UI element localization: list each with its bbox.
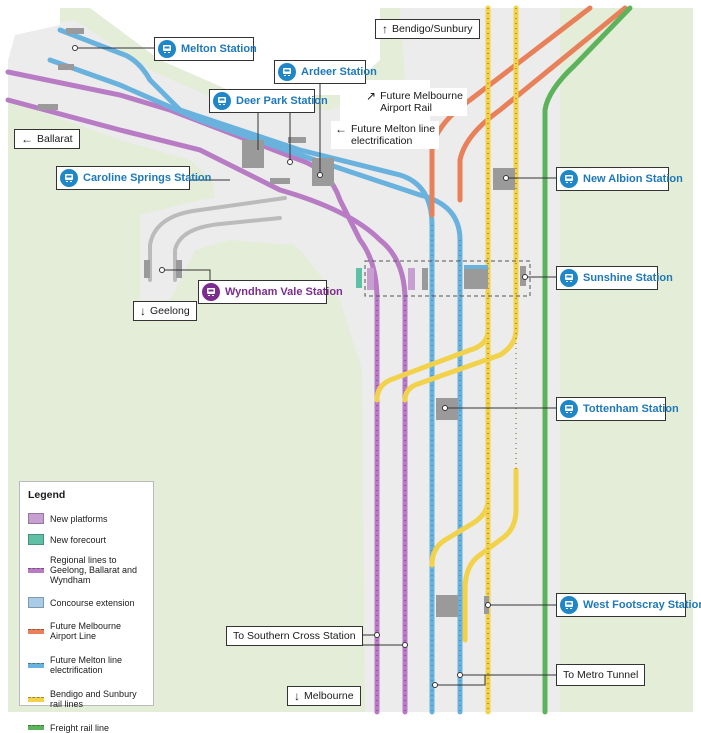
legend-label: Future Melton line electrification xyxy=(50,655,123,675)
legend-swatch xyxy=(28,725,44,730)
arrow-down-icon: ↓ xyxy=(294,689,300,703)
arrow-left-icon: ← xyxy=(335,122,347,136)
legend-label: New platforms xyxy=(50,513,108,524)
direction-metro-tunnel[interactable]: To Metro Tunnel xyxy=(556,664,646,686)
label-text: Deer Park Station xyxy=(236,95,328,107)
direction-southern-cross[interactable]: To Southern Cross Station xyxy=(226,626,363,646)
direction-melton-electrification[interactable]: ← Future Melton line electrification xyxy=(331,121,440,149)
direction-text: Future Melbourne Airport Rail xyxy=(380,90,463,114)
legend-swatch xyxy=(28,597,44,608)
freight-line xyxy=(542,5,633,715)
train-icon xyxy=(158,40,176,58)
legend-swatch xyxy=(28,662,44,668)
direction-text: Melbourne xyxy=(304,690,354,702)
arrow-down-icon: ↓ xyxy=(140,304,146,318)
legend-label: New forecourt xyxy=(50,534,107,545)
label-new-albion-station[interactable]: New Albion Station xyxy=(556,167,683,191)
label-deer-park-station[interactable]: Deer Park Station xyxy=(209,89,328,113)
legend-label: Concourse extension xyxy=(50,597,135,608)
legend-swatch xyxy=(28,534,44,545)
arrow-up-icon: ↑ xyxy=(382,22,388,36)
legend-label: Freight rail line xyxy=(50,722,110,733)
arrow-up-right-icon: ↗ xyxy=(366,89,377,103)
geelong-lines xyxy=(148,196,287,282)
direction-text: To Metro Tunnel xyxy=(563,669,639,681)
legend-label: Future Melbourne Airport Line xyxy=(50,621,122,641)
regional-ticks xyxy=(376,300,406,712)
legend-label: Regional lines to Geelong, Ballarat and … xyxy=(50,555,138,585)
train-icon xyxy=(60,169,78,187)
label-west-footscray-station[interactable]: West Footscray Station xyxy=(556,593,701,617)
regional-lines xyxy=(5,69,408,715)
arrow-left-icon: ← xyxy=(21,132,33,146)
label-text: Sunshine Station xyxy=(583,272,673,284)
train-icon xyxy=(560,596,578,614)
label-text: New Albion Station xyxy=(583,173,683,185)
legend-title: Legend xyxy=(28,489,66,501)
label-text: Ardeer Station xyxy=(301,66,377,78)
label-text: Melton Station xyxy=(181,43,257,55)
label-ardeer-station[interactable]: Ardeer Station xyxy=(274,60,377,84)
melton-ticks xyxy=(431,225,461,712)
legend-label: Bendigo and Sunbury rail lines xyxy=(50,689,137,709)
label-text: Wyndham Vale Station xyxy=(225,286,343,298)
legend-swatch xyxy=(28,696,44,702)
direction-text: Ballarat xyxy=(37,133,73,145)
train-icon xyxy=(560,170,578,188)
legend-item: Future Melbourne Airport Line xyxy=(28,620,145,642)
airport-lines xyxy=(429,5,628,218)
direction-melbourne[interactable]: ↓ Melbourne xyxy=(287,686,361,706)
label-text: West Footscray Station xyxy=(583,599,701,611)
train-icon xyxy=(213,92,231,110)
direction-text: Geelong xyxy=(150,305,190,317)
legend-item: New forecourt xyxy=(28,534,145,545)
label-text: Tottenham Station xyxy=(583,403,679,415)
label-sunshine-station[interactable]: Sunshine Station xyxy=(556,266,673,290)
legend-swatch xyxy=(28,567,44,573)
direction-bendigo-sunbury[interactable]: ↑ Bendigo/Sunbury xyxy=(375,19,480,39)
bendigo-lines xyxy=(374,5,519,715)
label-wyndham-vale-station[interactable]: Wyndham Vale Station xyxy=(198,280,343,304)
train-icon xyxy=(202,283,220,301)
bendigo-ticks xyxy=(487,8,517,712)
legend-item: Concourse extension xyxy=(28,597,145,608)
legend-item: Bendigo and Sunbury rail lines xyxy=(28,688,145,710)
direction-text: To Southern Cross Station xyxy=(233,630,356,642)
label-text: Caroline Springs Station xyxy=(83,172,212,184)
train-icon xyxy=(560,400,578,418)
direction-airport-rail[interactable]: ↗ Future Melbourne Airport Rail xyxy=(362,88,467,116)
legend-swatch xyxy=(28,628,44,634)
legend-swatch xyxy=(28,513,44,524)
direction-geelong[interactable]: ↓ Geelong xyxy=(133,301,197,321)
direction-ballarat[interactable]: ← Ballarat xyxy=(14,129,80,149)
legend-item: Future Melton line electrification xyxy=(28,654,145,676)
label-caroline-springs-station[interactable]: Caroline Springs Station xyxy=(56,166,211,190)
legend-item: Freight rail line xyxy=(28,722,145,733)
label-tottenham-station[interactable]: Tottenham Station xyxy=(556,397,679,421)
station-dots xyxy=(72,45,528,688)
train-icon xyxy=(560,269,578,287)
legend-item: New platforms xyxy=(28,513,145,524)
direction-text: Future Melton line electrification xyxy=(351,123,436,147)
label-melton-station[interactable]: Melton Station xyxy=(154,37,257,61)
direction-text: Bendigo/Sunbury xyxy=(392,23,473,35)
legend-item: Regional lines to Geelong, Ballarat and … xyxy=(28,555,145,585)
train-icon xyxy=(278,63,296,81)
